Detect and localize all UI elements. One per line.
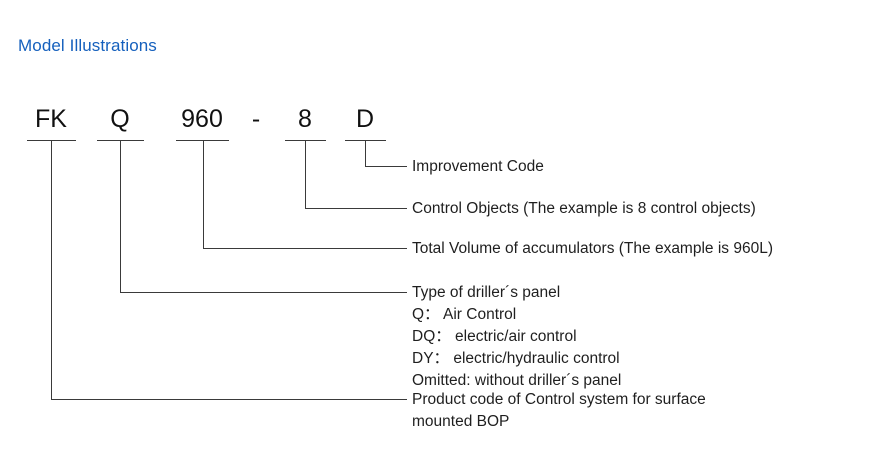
code-token-fk: FK (35, 105, 67, 133)
page-title: Model Illustrations (18, 36, 157, 55)
callout-product-code: Product code of Control system for surfa… (412, 389, 706, 433)
code-token-d: D (355, 105, 375, 133)
callout-improvement-code-text: Improvement Code (412, 158, 544, 175)
panel-type-option-omitted: Omitted: without driller´s panel (412, 372, 622, 389)
callout-panel-type: Type of driller´s panel Q： Air Control D… (412, 282, 621, 392)
panel-type-option-q: Q： Air Control (412, 306, 517, 323)
callout-total-volume-text: Total Volume of accumulators (The exampl… (412, 240, 773, 257)
callout-product-code-text-line2: mounted BOP (412, 413, 510, 430)
leader-product-code (51, 140, 407, 400)
callout-control-objects: Control Objects (The example is 8 contro… (412, 198, 756, 220)
panel-type-option-dq: DQ： electric/air control (412, 328, 577, 345)
code-token-8: 8 (298, 105, 312, 133)
leader-panel-type (120, 140, 407, 293)
code-token-dash: - (251, 105, 261, 133)
leader-total-volume (203, 140, 407, 249)
callout-control-objects-text: Control Objects (The example is 8 contro… (412, 200, 756, 217)
code-token-960: 960 (181, 105, 223, 133)
leader-control-objects (305, 140, 407, 209)
code-token-q: Q (110, 105, 130, 133)
callout-panel-type-text: Type of driller´s panel (412, 284, 561, 301)
callout-improvement-code: Improvement Code (412, 156, 544, 178)
leader-improvement-code (365, 140, 407, 167)
callout-total-volume: Total Volume of accumulators (The exampl… (412, 238, 773, 260)
panel-type-option-dy: DY： electric/hydraulic control (412, 350, 620, 367)
callout-product-code-text: Product code of Control system for surfa… (412, 391, 706, 408)
